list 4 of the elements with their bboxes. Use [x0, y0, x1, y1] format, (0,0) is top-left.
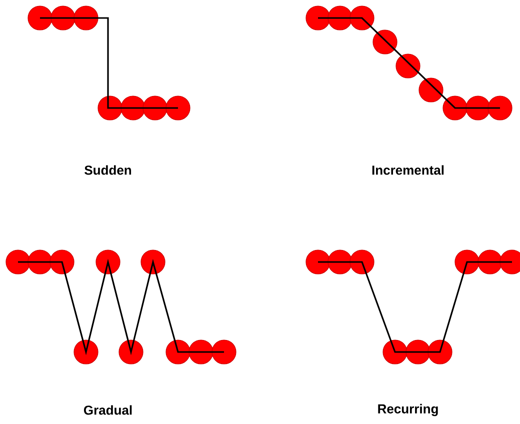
- panel-label: Gradual: [84, 405, 132, 415]
- panel-label: Sudden: [84, 165, 132, 175]
- panel-label: Recurring: [378, 404, 438, 416]
- panel-label: Incremental: [372, 165, 444, 175]
